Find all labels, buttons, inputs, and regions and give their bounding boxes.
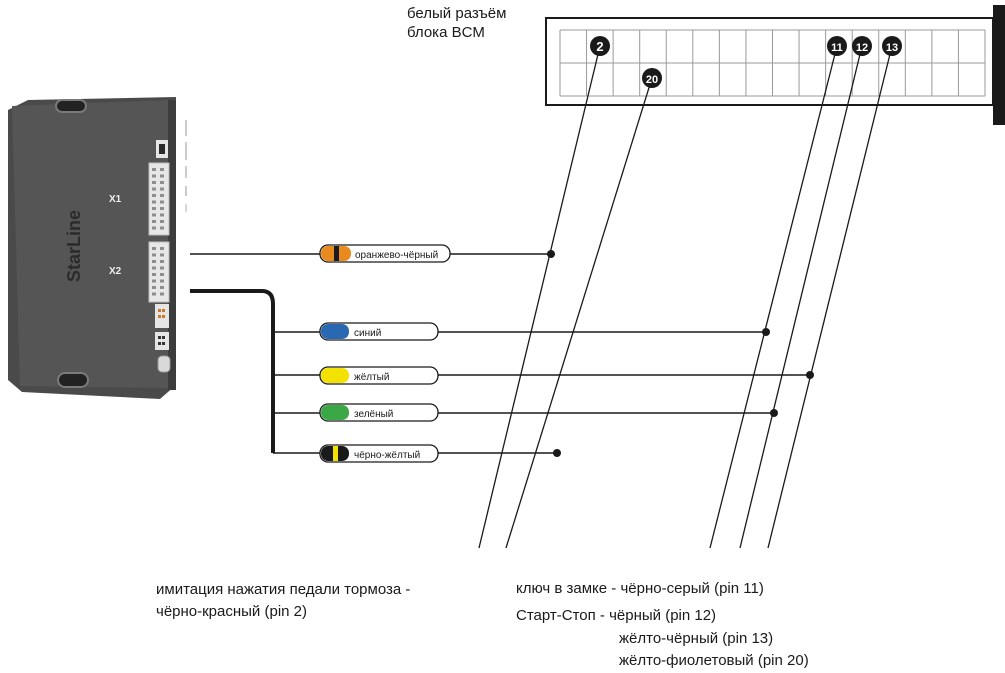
pin-badge-2: 2 (590, 36, 610, 56)
wire-label: оранжево-чёрный (355, 250, 438, 261)
bcm-connector (545, 5, 1005, 125)
pin-number: 12 (856, 42, 868, 54)
x1-socket (148, 162, 170, 236)
junction-dot (553, 449, 561, 457)
caption-brake: имитация нажатия педали тормоза - чёрно-… (156, 579, 410, 623)
pin-badge-12: 12 (852, 36, 872, 56)
wire-label: чёрно-жёлтый (354, 450, 420, 461)
pin-number: 13 (886, 42, 898, 54)
pin-number: 20 (646, 74, 658, 86)
wire-label: жёлтый (354, 372, 389, 383)
wire-label: синий (354, 328, 381, 339)
harness (190, 253, 810, 454)
pin-number: 2 (596, 39, 603, 54)
x1-label: X1 (109, 194, 122, 205)
junction-dot (547, 250, 555, 258)
wire-tag-blue: синий (319, 322, 439, 341)
junction-dot (806, 371, 814, 379)
pin-number: 11 (831, 42, 843, 54)
connector-title-line2: блока BCM (407, 24, 485, 41)
junction-dot (770, 409, 778, 417)
brand-logo: StarLine (64, 210, 84, 282)
wire-tag-orange-black: оранжево-чёрный (319, 244, 451, 263)
pin-badge-20: 20 (642, 68, 662, 88)
wire-tag-yellow: жёлтый (319, 366, 439, 385)
wire-label: зелёный (354, 409, 393, 420)
pin-badge-13: 13 (882, 36, 902, 56)
diagonal-wires (478, 45, 893, 549)
pin-badge-11: 11 (827, 36, 847, 56)
caption-yellow-violet: жёлто-фиолетовый (pin 20) (619, 652, 809, 669)
caption-brake-line1: имитация нажатия педали тормоза - (156, 581, 411, 598)
connector-title-line1: белый разъём (407, 5, 507, 22)
junction-dot (762, 328, 770, 336)
connector-title: белый разъём блока BCM (407, 4, 506, 42)
wire-tag-black-yellow: чёрно-жёлтый (319, 444, 439, 463)
starline-module: StarLine X1 X2 (8, 97, 187, 399)
junction-dots (547, 250, 814, 457)
x2-label: X2 (109, 266, 122, 277)
caption-yellow-black: жёлто-чёрный (pin 13) (619, 630, 774, 647)
wire-tag-green: зелёный (319, 403, 439, 422)
caption-key: ключ в замке - чёрно-серый (pin 11) (516, 580, 764, 597)
caption-start-stop: Старт-Стоп - чёрный (pin 12) (516, 607, 717, 624)
caption-brake-line2: чёрно-красный (pin 2) (156, 603, 307, 620)
